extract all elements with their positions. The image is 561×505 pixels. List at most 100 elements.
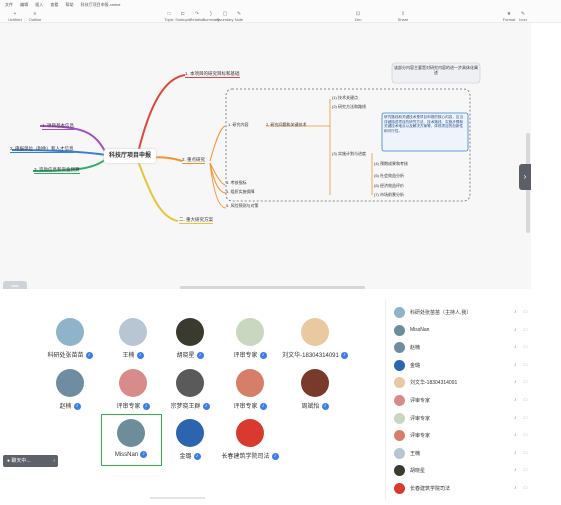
toolbar-boundary-button[interactable]: ▢Boundary [216, 11, 234, 22]
participant-tile[interactable]: 科研处张苗苗♪ [35, 318, 105, 359]
participant-tile[interactable]: 金璐♪ [155, 419, 225, 460]
toolbar-topic-button[interactable]: □Topic [160, 11, 178, 22]
camera-off-icon[interactable]: ▭ [523, 309, 528, 315]
sub-node-0[interactable]: 2. 研究问题和关键技术 [266, 122, 307, 127]
sub-node-6[interactable]: (6) 经济效益评价 [374, 183, 404, 188]
camera-off-icon[interactable]: ▭ [523, 344, 528, 351]
toolbar-share-button[interactable]: ⇪Share [394, 11, 412, 22]
mic-muted-icon[interactable]: ♪ [514, 485, 517, 491]
camera-off-icon[interactable]: ▭ [523, 414, 528, 421]
participant-list-item[interactable]: 赵楠 ♪ ▭ [386, 339, 534, 356]
toolbar-format-button[interactable]: ★Format [500, 11, 518, 22]
menu-file[interactable]: 文件 [5, 2, 13, 7]
toolbar-icon-button[interactable]: ✎Icon [514, 11, 532, 22]
mic-muted-icon[interactable]: ♪ [514, 361, 517, 368]
divider [150, 497, 205, 499]
horizontal-scrollbar[interactable] [180, 286, 365, 289]
document-title: 科技厅项目申报.xmind [80, 2, 121, 7]
camera-off-icon[interactable]: ▭ [523, 432, 528, 439]
right-node-3[interactable]: 3. 考核指标 [226, 180, 247, 185]
participant-list-item[interactable]: 评审专家♪▭ [386, 392, 534, 409]
outline-toggle-button[interactable]: ☰ [3, 281, 27, 289]
participant-tile[interactable]: 刘文华-18304314091♪ [280, 318, 350, 359]
participant-tile[interactable]: 胡晓星♪ [155, 318, 225, 359]
left-node-1[interactable]: 1. 项目基本信息 [42, 123, 75, 130]
central-topic[interactable]: 科技厅项目申报 [104, 149, 156, 163]
camera-off-icon[interactable]: ▭ [523, 326, 528, 333]
sub-node-3[interactable]: (3) 实施计划与进度 [332, 151, 366, 156]
right-node-2[interactable]: 2. 重点研究 [182, 157, 206, 164]
participant-list-item[interactable]: 评审专家♪▭ [386, 410, 534, 427]
mic-muted-icon[interactable]: ♪ [514, 432, 517, 439]
participant-name: MissNan [114, 452, 139, 459]
camera-off-icon[interactable]: ▭ [523, 467, 528, 474]
mic-muted-icon[interactable]: ♪ [514, 397, 517, 403]
toolbar-untitled-button[interactable]: +Untitled [6, 11, 24, 22]
mic-muted-icon[interactable]: ♪ [514, 414, 517, 421]
avatar [394, 342, 405, 354]
participant-list-item[interactable]: 胡晓星 ♪ ▭ [386, 462, 534, 479]
right-node-5[interactable]: 5. 风险预测与对策 [226, 203, 259, 208]
chat-bubble-button[interactable]: ● 聊天中... ‹ [3, 455, 58, 467]
avatar [394, 412, 405, 424]
participant-tile[interactable]: 评审专家♪ [98, 369, 168, 410]
callout-note-top[interactable]: 该部分内容主要是对研究内容的进一步具体化阐述 [394, 65, 478, 75]
participant-list-item[interactable]: 长春建筑学院司法♪▭ [386, 480, 534, 497]
mindmap-canvas[interactable]: 科技厅项目申报 1. 项目基本信息 2. 申报单位（附件）和人才信息 3. 资助… [0, 23, 531, 289]
participant-tile[interactable]: 王楠♪ [98, 318, 168, 359]
sub-node-1[interactable]: (1) 技术关键点 [332, 95, 358, 100]
participant-list-item[interactable]: 刘文华-18304314091♪▭ [386, 374, 534, 391]
participant-list-item[interactable]: MissNan ♪ ▭ [386, 322, 534, 339]
camera-off-icon[interactable]: ▭ [523, 379, 528, 386]
menu-insert[interactable]: 插入 [35, 2, 44, 7]
participant-tile[interactable]: MissNan♪ [96, 419, 166, 458]
toolbar-note-button[interactable]: ✎Note [230, 11, 248, 22]
left-node-2[interactable]: 2. 申报单位（附件）和人才信息 [10, 146, 74, 153]
camera-off-icon[interactable]: ▭ [523, 485, 528, 491]
menu-view[interactable]: 查看 [50, 2, 59, 7]
mic-muted-icon[interactable]: ♪ [514, 449, 517, 456]
callout-note-main[interactable]: 研究路线和关键技术是项目申报的核心内容，应当详细描述项目的研究方法、技术路线、实… [384, 115, 464, 133]
participant-name: 胡晓星 [410, 468, 426, 475]
menu-edit[interactable]: 编辑 [20, 2, 29, 7]
panel-toggle-button[interactable]: › [519, 164, 531, 190]
mic-muted-icon[interactable]: ♪ [514, 379, 517, 386]
toolbar-outline-button[interactable]: ≡Outline [26, 11, 44, 22]
participant-list-item[interactable]: 科研处张苗苗（主持人,我）♪▭ [386, 304, 534, 321]
participant-list-item[interactable]: 王楠♪▭ [386, 445, 534, 462]
mic-muted-icon[interactable]: ♪ [514, 326, 517, 333]
right-node-4[interactable]: 4. 组织实施保障 [226, 189, 255, 194]
camera-off-icon[interactable]: ▭ [523, 449, 528, 456]
mic-muted-icon[interactable]: ♪ [514, 309, 517, 315]
menu-help[interactable]: 帮助 [65, 2, 74, 7]
participant-name: 赵楠 [410, 345, 421, 352]
participant-tile[interactable]: 评审专家♪ [215, 369, 285, 410]
left-node-3[interactable]: 3. 资助信息和资金预算 [34, 167, 80, 174]
toolbar-relation-button[interactable]: ↷Relation [189, 11, 205, 22]
participant-tile[interactable]: 长春建筑学院司法♪ [215, 419, 285, 460]
mic-muted-icon[interactable]: ♪ [514, 467, 517, 474]
participant-list-sidebar: 科研处张苗苗（主持人,我）♪▭MissNan♪▭赵楠♪▭金璐♪▭刘文华-1830… [385, 300, 534, 500]
participant-name: MissNan [410, 326, 430, 333]
toolbar-summary-button[interactable]: }Summary [202, 11, 220, 22]
participant-tile[interactable]: 宗梦晓王群♪ [155, 369, 225, 410]
camera-off-icon[interactable]: ▭ [523, 397, 528, 403]
camera-off-icon[interactable]: ▭ [523, 361, 528, 368]
mic-muted-icon[interactable]: ♪ [514, 344, 517, 351]
sub-node-2[interactable]: (2) 研究方法和路线 [332, 104, 366, 109]
chevron-right-icon: › [523, 172, 527, 181]
participant-list-item[interactable]: 评审专家♪▭ [386, 427, 534, 444]
right-node-6[interactable]: 二. 重大研究方案 [179, 217, 213, 224]
sub-node-7[interactable]: (7) 市场前景分析 [374, 192, 404, 197]
avatar [394, 377, 405, 389]
toolbar-subtopic-button[interactable]: ⊏Subtopic [175, 11, 191, 22]
toolbar-zen-button[interactable]: ⊡Zen [349, 11, 367, 22]
participant-tile[interactable]: 赵楠♪ [35, 369, 105, 410]
boundary-label[interactable]: 1. 研究内容 [228, 122, 249, 127]
participant-tile[interactable]: 周斌怡♪ [280, 369, 350, 410]
right-node-1[interactable]: 1. 本项目的研究目标和基础 [185, 71, 240, 78]
participant-list-item[interactable]: 金璐♪▭ [386, 357, 534, 374]
sub-node-4[interactable]: (4) 预期成果和考核 [374, 161, 408, 166]
sub-node-5[interactable]: (5) 社会效益分析 [374, 173, 404, 178]
participant-tile[interactable]: 评审专家♪ [215, 318, 285, 359]
